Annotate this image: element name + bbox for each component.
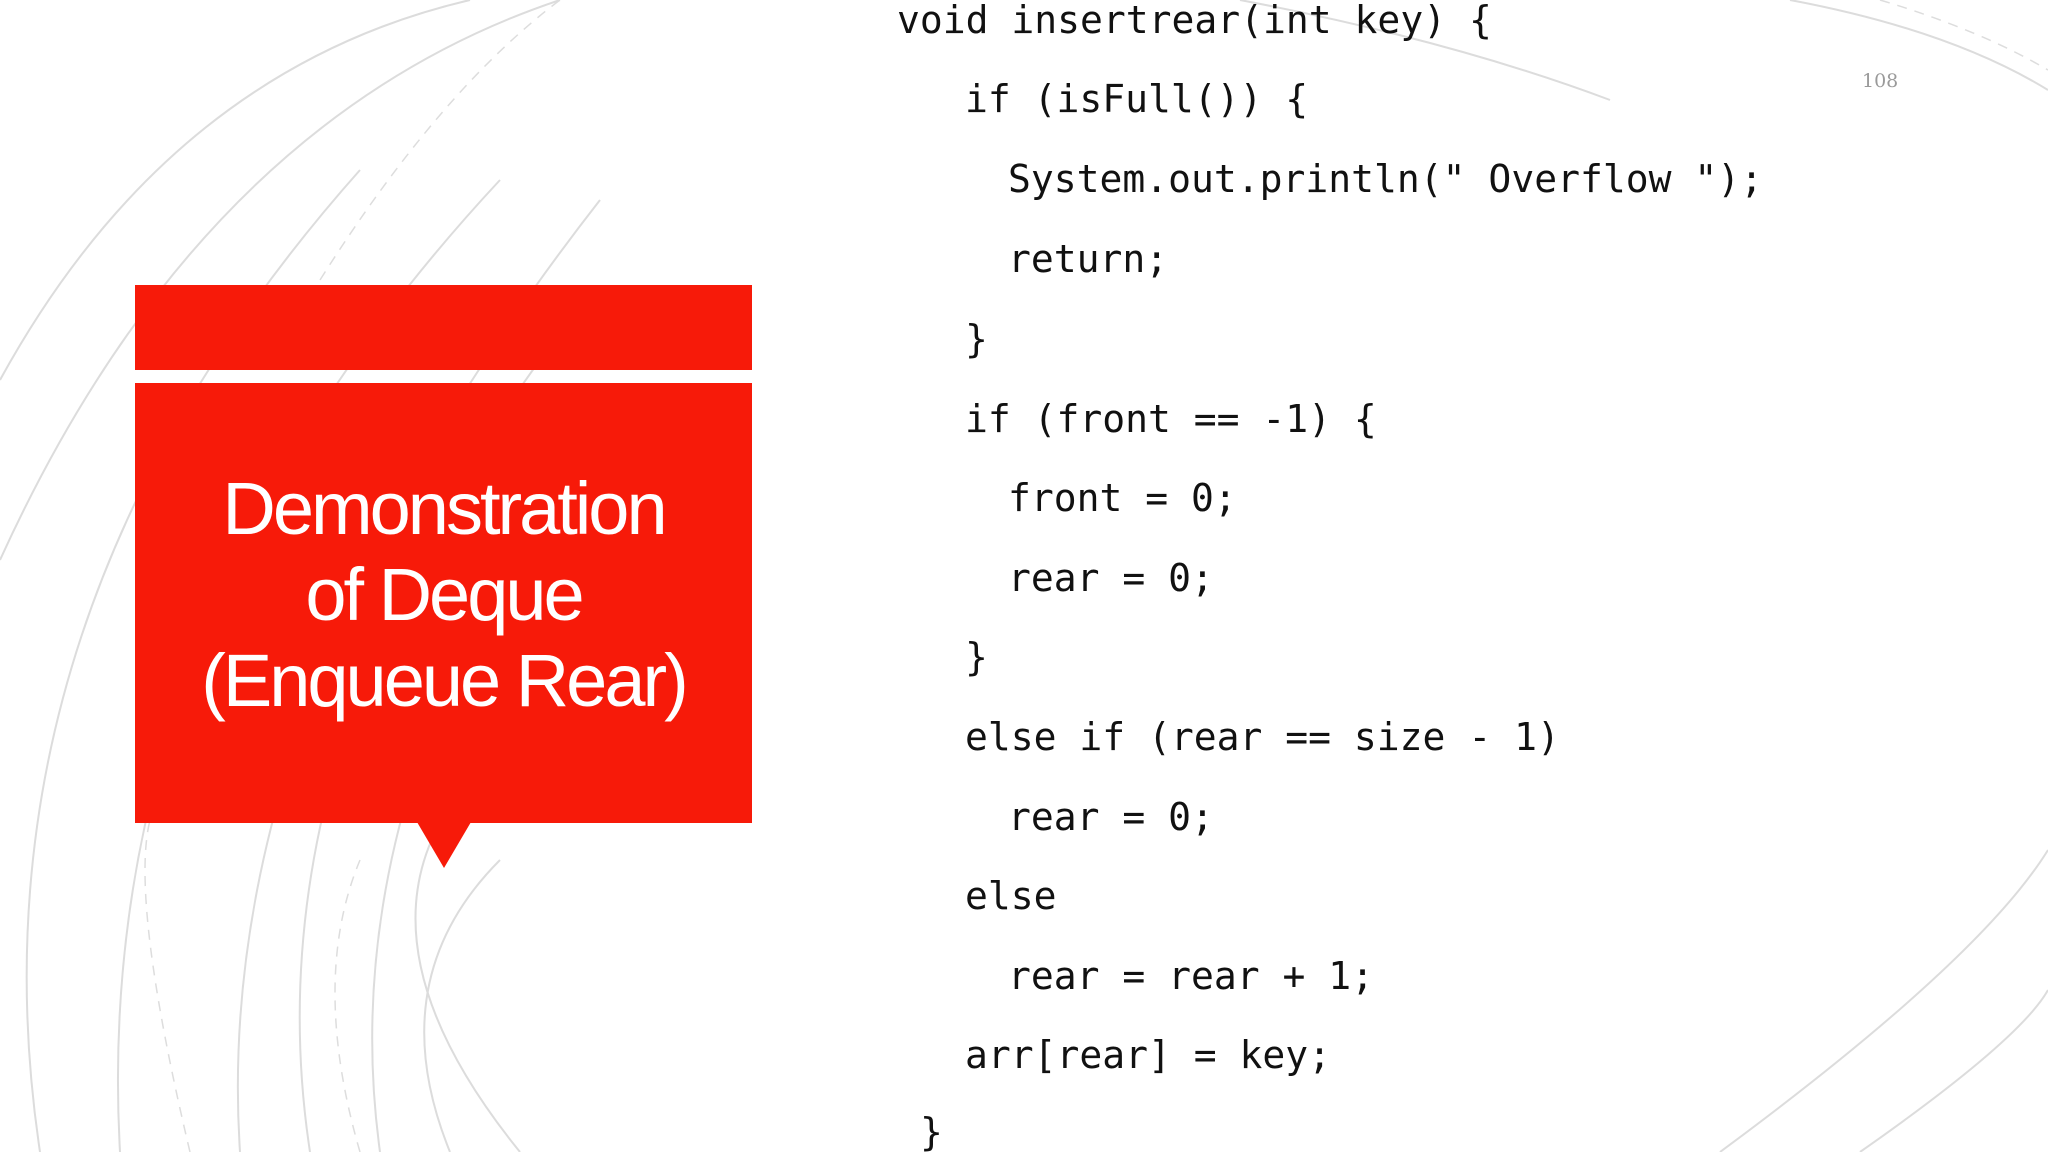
title-callout-box: Demonstration of Deque (Enqueue Rear) (135, 383, 752, 823)
slide-title-line-2: of Deque (305, 553, 584, 636)
code-line-4: return; (1008, 237, 1169, 281)
slide-title: Demonstration of Deque (Enqueue Rear) (144, 466, 744, 724)
slide-title-line-1: Demonstration (222, 467, 667, 550)
code-line-6: if (front == -1) { (965, 397, 1377, 441)
code-line-10: else if (rear == size - 1) (965, 715, 1560, 759)
code-line-2: if (isFull()) { (965, 77, 1309, 121)
code-line-3: System.out.println(" Overflow "); (1008, 157, 1763, 201)
callout-pointer (417, 822, 471, 868)
code-line-13: rear = rear + 1; (1008, 954, 1375, 998)
code-line-14: arr[rear] = key; (965, 1033, 1332, 1077)
code-line-12: else (965, 874, 1057, 918)
code-line-15: } (920, 1110, 943, 1154)
code-line-8: rear = 0; (1008, 556, 1214, 600)
title-accent-bar (135, 285, 752, 370)
code-line-7: front = 0; (1008, 476, 1237, 520)
slide-title-line-3: (Enqueue Rear) (201, 639, 689, 722)
code-line-9: } (965, 635, 988, 679)
code-line-11: rear = 0; (1008, 795, 1214, 839)
slide-number: 108 (1862, 70, 1899, 92)
code-line-5: } (965, 317, 988, 361)
code-line-1: void insertrear(int key) { (897, 0, 1492, 42)
